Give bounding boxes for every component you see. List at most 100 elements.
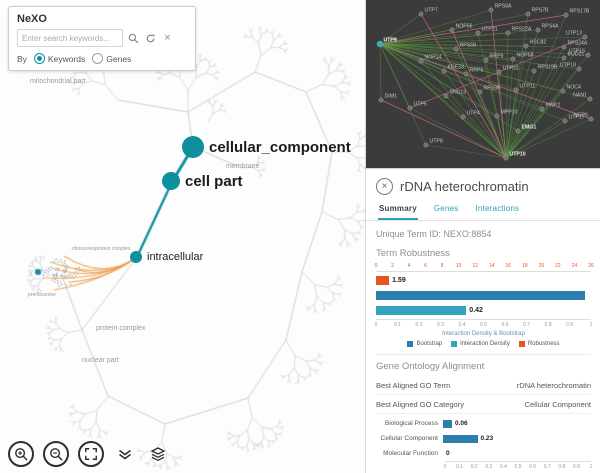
- node-intracellular[interactable]: intracellular: [130, 251, 203, 263]
- gene-node-rps9b[interactable]: [477, 89, 483, 95]
- branch-label-membrane: membrane: [226, 163, 260, 170]
- gene-label-rps6b: RPS6B: [460, 43, 478, 49]
- gene-label-utp21: UTP21: [482, 27, 498, 33]
- gene-node-rps7b[interactable]: [525, 11, 531, 17]
- gene-label-utp10: UTP10: [510, 152, 526, 158]
- gene-node-emg1[interactable]: [515, 128, 521, 134]
- node-dot[interactable]: [130, 251, 142, 263]
- expand-all-button[interactable]: [113, 442, 137, 466]
- gene-node-rps24a[interactable]: [561, 44, 567, 50]
- gene-node-utp15[interactable]: [585, 52, 591, 58]
- gene-label-utp4: UTP4: [467, 111, 480, 117]
- gene-node-rps6b[interactable]: [453, 46, 459, 52]
- gene-node-utp9[interactable]: [376, 40, 384, 48]
- gene-node-dim1[interactable]: [378, 97, 384, 103]
- layers-button[interactable]: [146, 442, 170, 466]
- gene-node-noc4[interactable]: [560, 88, 566, 94]
- radio-genes-control[interactable]: [92, 53, 104, 64]
- gene-node-rps4a[interactable]: [535, 27, 541, 33]
- gene-label-utp9: UTP9: [384, 38, 397, 44]
- gene-node-utp8[interactable]: [423, 142, 429, 148]
- node-dot[interactable]: [182, 136, 204, 158]
- node-dot[interactable]: [162, 172, 180, 190]
- graph-toolbar: [8, 441, 170, 467]
- gene-node-mpp10[interactable]: [494, 113, 500, 119]
- gene-node-snu13[interactable]: [443, 93, 449, 99]
- gene-node-nan1[interactable]: [587, 96, 593, 102]
- zoom-out-button[interactable]: [43, 441, 69, 467]
- radio-genes[interactable]: Genes: [92, 53, 131, 64]
- gene-node-utp22[interactable]: [496, 69, 502, 75]
- gene-node-utp10[interactable]: [503, 155, 509, 161]
- radio-genes-label: Genes: [106, 53, 132, 64]
- gene-label-mpp10: MPP10: [501, 110, 518, 116]
- gene-label-rrp9: RRP9: [490, 54, 504, 60]
- gene-node-kre33[interactable]: [441, 68, 447, 74]
- branch-label-nuclear-part: nuclear part: [82, 357, 119, 364]
- fit-view-button[interactable]: [78, 441, 104, 467]
- gene-node-hsc82[interactable]: [523, 43, 529, 49]
- gene-node-rps8a[interactable]: [488, 7, 494, 13]
- gene-node-nop6[interactable]: [588, 116, 594, 122]
- reset-icon[interactable]: [144, 32, 157, 45]
- node-cellular-component[interactable]: cellular_component: [182, 136, 351, 158]
- gene-node-rps17b[interactable]: [563, 12, 569, 18]
- branch-label-ribonucleoprotein-complex: ribonucleoprotein complex: [72, 246, 131, 252]
- term-title: rDNA heterochromatin: [400, 179, 529, 194]
- bar-interaction-density: 0.42: [376, 304, 591, 317]
- bottom-axis-title: Interaction Density & Bootstrap: [442, 331, 525, 337]
- gene-label-nop58: NOP58: [517, 53, 534, 59]
- gene-node-rrp9[interactable]: [483, 57, 489, 63]
- gene-node-utp21[interactable]: [475, 30, 481, 36]
- detail-tabs: Summary Genes Interactions: [366, 200, 600, 221]
- radio-keywords[interactable]: Keywords: [33, 53, 85, 64]
- gene-label-snu13: SNU13: [450, 90, 467, 96]
- radio-keywords-control[interactable]: [33, 53, 45, 64]
- gene-node-utp11[interactable]: [513, 87, 519, 93]
- gene-node-nop14[interactable]: [418, 58, 424, 64]
- gene-node-utp5[interactable]: [407, 105, 413, 111]
- gene-node-nop56[interactable]: [449, 27, 455, 33]
- gene-node-utp18[interactable]: [576, 66, 582, 72]
- legend-item-robustness: Robustness: [518, 341, 560, 347]
- zoom-in-button[interactable]: [8, 441, 34, 467]
- gene-node-nop58[interactable]: [510, 56, 516, 62]
- gene-label-nan1: NAN1: [573, 93, 587, 99]
- gene-label-rps22a: RPS22A: [512, 27, 532, 33]
- gene-node-utp7[interactable]: [418, 11, 424, 17]
- gene-label-hsc82: HSC82: [530, 40, 547, 46]
- gene-node-utp4[interactable]: [460, 114, 466, 120]
- gene-node-rrp5[interactable]: [463, 71, 469, 77]
- ontology-graph-pane[interactable]: cellular_component cell part intracellul…: [0, 0, 365, 473]
- gene-node-utp17[interactable]: [562, 118, 568, 124]
- gene-label-utp7: UTP7: [425, 8, 438, 14]
- gene-node-pwp2[interactable]: [539, 106, 545, 112]
- gene-node-rps19b[interactable]: [531, 68, 537, 74]
- ontology-tree-canvas[interactable]: [0, 0, 365, 473]
- search-icon[interactable]: [127, 32, 140, 45]
- gene-label-pwp2: PWP2: [546, 103, 561, 109]
- node-cell-part[interactable]: cell part: [162, 172, 243, 190]
- term-robustness-heading: Term Robustness: [376, 248, 450, 259]
- clear-icon[interactable]: ×: [164, 31, 171, 44]
- gene-node-rps22a[interactable]: [505, 30, 511, 36]
- gene-label-utp22: UTP22: [503, 66, 519, 72]
- tab-genes[interactable]: Genes: [433, 204, 459, 213]
- app-title: NeXO: [17, 13, 47, 25]
- legend-item-bootstrap: Bootstrap: [407, 341, 442, 347]
- tab-summary[interactable]: Summary: [378, 200, 418, 220]
- tab-interactions[interactable]: Interactions: [475, 204, 520, 213]
- gene-node-utp13[interactable]: [582, 34, 588, 40]
- search-input[interactable]: [17, 29, 123, 47]
- gene-node-bud21[interactable]: [561, 55, 567, 61]
- close-detail-icon[interactable]: ×: [376, 178, 393, 195]
- gene-label-nop56: NOP56: [456, 24, 473, 30]
